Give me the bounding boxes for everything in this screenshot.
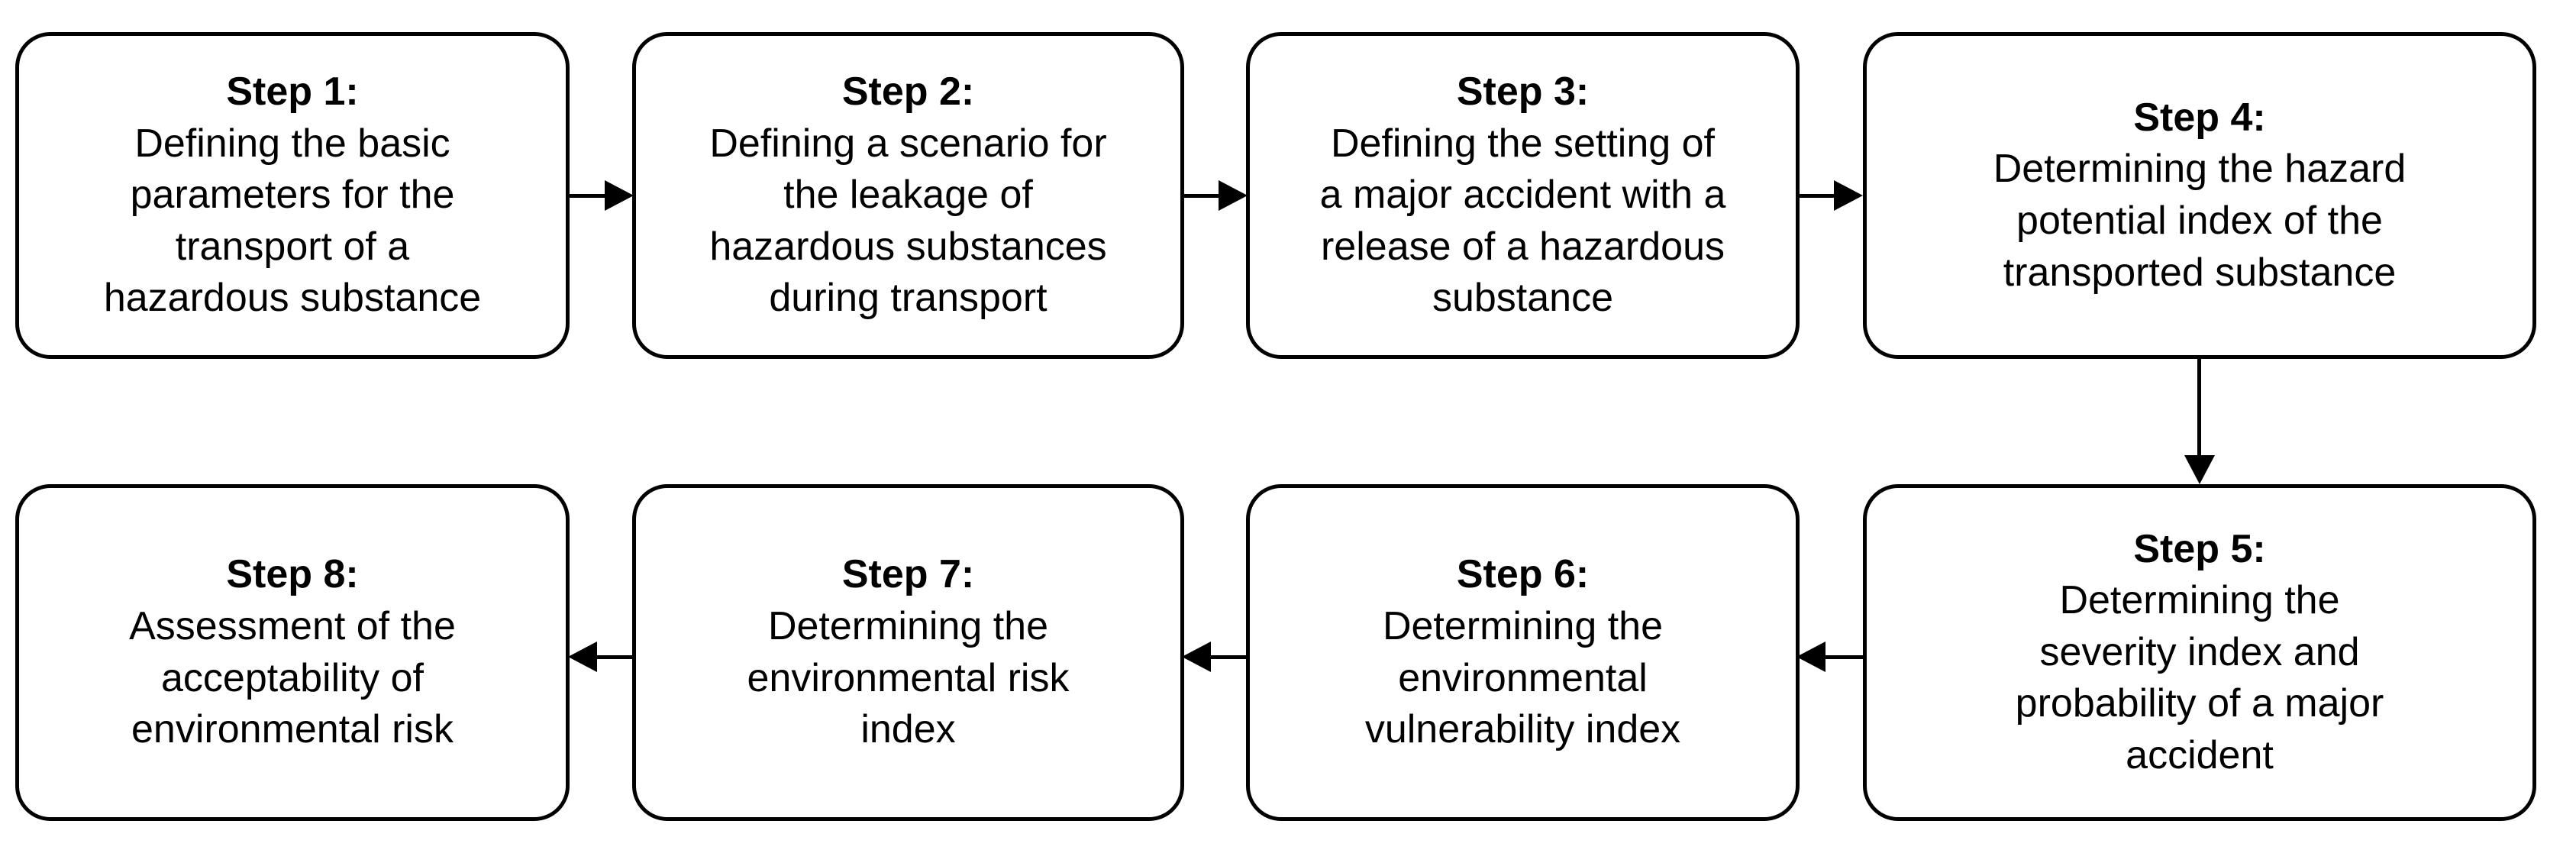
node-body-line: environmental risk [131,707,454,752]
node-body-line: severity index and [2039,629,2360,674]
node-title: Step 4: [2133,95,2266,140]
node-body-line: Determining the [767,603,1049,648]
arrow-left-icon [568,642,597,672]
flow-node-step-1[interactable]: Step 1: Defining the basic parameters fo… [15,32,570,359]
node-body-line: hazardous substances [709,224,1107,269]
node-body-line: Defining the basic [134,121,450,166]
connector-line [2197,359,2201,458]
connector-line [597,655,634,659]
connector-line [1800,194,1837,198]
node-body-line: Determining the [2059,578,2340,623]
node-body: Determining the environmental vulnerabil… [1365,601,1680,756]
flow-node-step-3[interactable]: Step 3: Defining the setting of a major … [1246,32,1800,359]
connector-line [570,194,608,198]
node-title: Step 3: [1456,69,1590,115]
node-body-line: release of a hazardous [1320,224,1725,269]
node-body-line: parameters for the [130,173,455,218]
node-body-line: Determining the hazard [1993,147,2407,192]
node-body-line: substance [1432,276,1614,321]
arrow-left-icon [1182,642,1211,672]
node-body-line: during transport [769,276,1048,321]
node-body: Defining the basic parameters for the tr… [104,118,481,325]
node-body: Defining a scenario for the leakage of h… [709,118,1106,325]
arrow-left-icon [1796,642,1825,672]
node-title: Step 1: [226,69,359,115]
connector-line [1825,655,1864,659]
node-body: Determining the environmental risk index [747,601,1070,756]
arrow-down-icon [2184,455,2215,484]
node-body-line: environmental risk [747,655,1070,700]
node-body: Defining the setting of a major accident… [1320,118,1726,325]
node-body: Determining the hazard potential index o… [1993,144,2407,299]
node-body-line: a major accident with a [1319,173,1726,218]
connector-line [1211,655,1248,659]
node-title: Step 8: [226,552,359,597]
arrow-right-icon [1834,180,1863,211]
node-body-line: probability of a major [2015,681,2384,726]
node-body-line: vulnerability index [1364,707,1681,752]
node-body-line: Defining a scenario for [709,121,1107,166]
node-body-line: Determining the [1382,603,1664,648]
flow-node-step-8[interactable]: Step 8: Assessment of the acceptability … [15,484,570,821]
flow-node-step-7[interactable]: Step 7: Determining the environmental ri… [632,484,1184,821]
flow-node-step-4[interactable]: Step 4: Determining the hazard potential… [1863,32,2536,359]
arrow-right-icon [605,180,634,211]
node-body-line: transport of a [175,224,410,269]
node-body-line: index [860,707,956,752]
node-body-line: Defining the setting of [1331,121,1715,166]
flow-node-step-5[interactable]: Step 5: Determining the severity index a… [1863,484,2536,821]
connector-line [1184,194,1222,198]
node-title: Step 2: [841,69,975,115]
node-body-line: Assessment of the [129,603,456,648]
node-title: Step 7: [841,552,975,597]
node-body-line: transported substance [2003,250,2397,295]
node-body-line: acceptability of [161,655,424,700]
node-body-line: environmental [1398,655,1648,700]
arrow-right-icon [1219,180,1248,211]
node-body-line: accident [2126,732,2274,777]
node-body-line: hazardous substance [103,276,482,321]
node-body-line: the leakage of [783,173,1033,218]
node-body: Assessment of the acceptability of envir… [129,601,456,756]
flow-node-step-2[interactable]: Step 2: Defining a scenario for the leak… [632,32,1184,359]
node-body-line: potential index of the [2016,199,2383,243]
flow-node-step-6[interactable]: Step 6: Determining the environmental vu… [1246,484,1800,821]
node-title: Step 5: [2133,526,2266,571]
node-title: Step 6: [1456,552,1590,597]
node-body: Determining the severity index and proba… [2016,575,2384,781]
